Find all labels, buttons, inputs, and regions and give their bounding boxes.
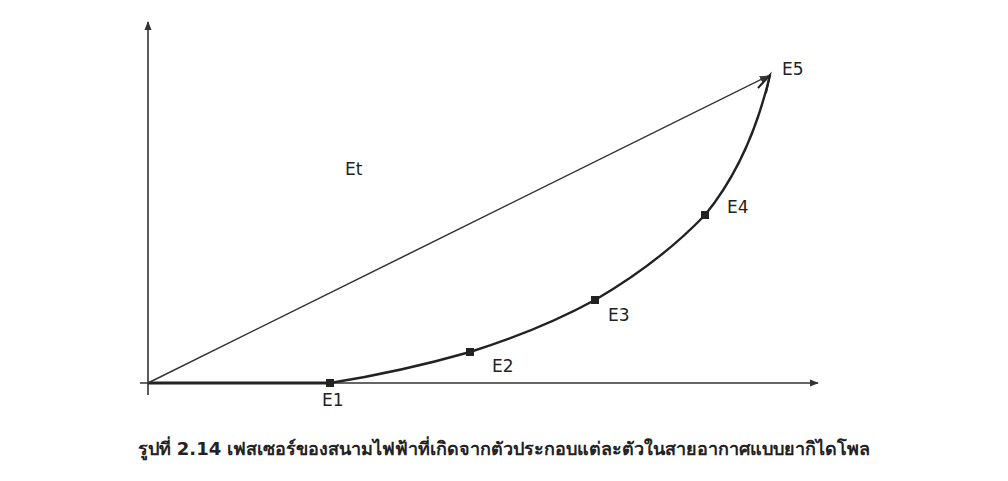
joint-dot <box>466 348 474 356</box>
phasor-label: E5 <box>782 60 804 79</box>
resultant-phasor <box>148 76 768 383</box>
joint-dot <box>591 296 599 304</box>
phasor-label: E2 <box>492 357 514 376</box>
phasor-label: E1 <box>322 391 344 410</box>
figure-caption: รูปที่ 2.14 เฟสเซอร์ของสนามไฟฟ้าที่เกิดจ… <box>20 437 988 460</box>
phasor-label: E3 <box>608 306 630 325</box>
phasor-chain <box>330 75 770 383</box>
joint-dot <box>326 379 334 387</box>
joint-dot <box>701 211 709 219</box>
phasor-e1 <box>148 382 330 385</box>
phasor-label: Et <box>345 160 362 179</box>
phasor-label: E4 <box>727 198 749 217</box>
x-axis <box>140 382 818 384</box>
y-axis <box>147 22 149 395</box>
